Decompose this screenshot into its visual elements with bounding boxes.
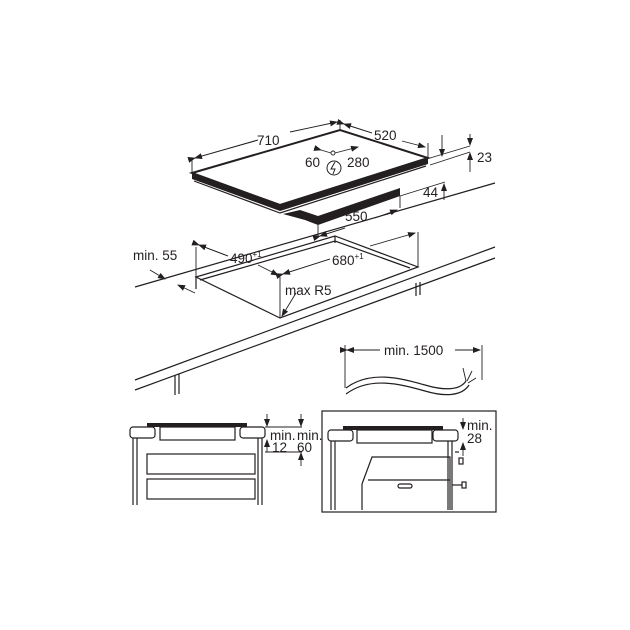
cable-diagram [340,345,483,396]
countertop [134,182,496,395]
label-oven-gap-min: min. [467,418,493,433]
label-glass-thickness: 23 [477,150,492,165]
label-hob-depth: 520 [374,128,397,143]
cutout [149,232,420,319]
hob-glass-edge [192,158,428,211]
label-drawer-gap-min-2: min. [297,428,323,443]
hob-3d-view [187,119,473,241]
label-cutout-depth: 490+1 [230,250,262,266]
label-corner-radius: max R5 [285,283,332,298]
power-lightning-icon [326,160,342,176]
hob-body [283,188,400,225]
label-body-width: 550 [345,209,368,224]
label-min-front-edge: min. 55 [133,248,177,263]
label-hob-width: 710 [257,133,280,148]
label-oven-gap-value: 28 [467,431,482,446]
label-cable-length: min. 1500 [384,343,443,358]
drawer-cabinet-section [129,414,304,505]
label-connection-left: 60 [305,155,320,170]
label-connection-right: 280 [347,155,370,170]
label-body-height: 44 [423,185,439,200]
label-drawer-gap-min-1: min. [270,428,296,443]
label-drawer-gap-value-2: 60 [297,440,312,455]
oven-cabinet-section [321,410,497,513]
label-drawer-gap-value-1: 12 [272,440,287,455]
connection-point [330,150,336,156]
label-cutout-width: 680+1 [332,252,364,268]
